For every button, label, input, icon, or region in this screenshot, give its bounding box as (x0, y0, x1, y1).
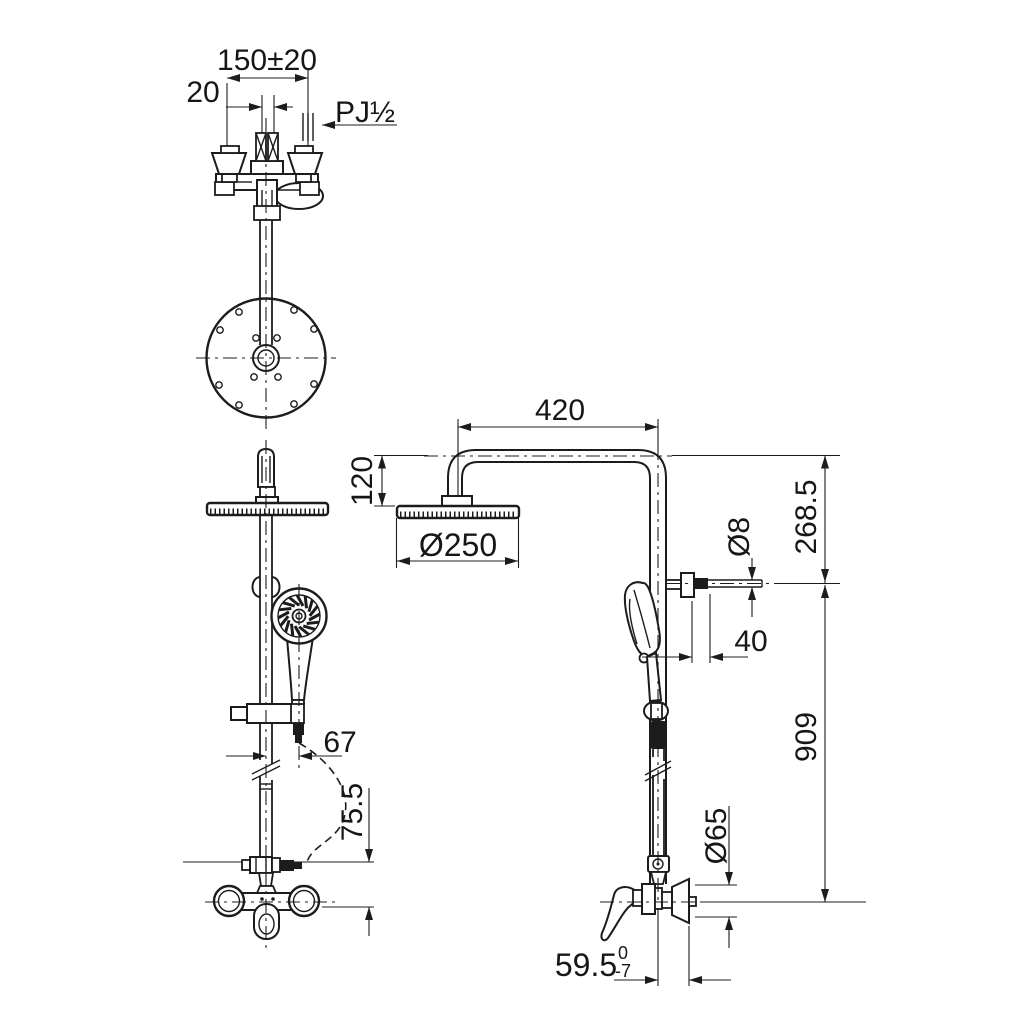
mixer-lever (600, 886, 638, 942)
rain-shower-head-side (395, 504, 521, 520)
side-dimensions: 420 120 Ø250 Ø8 40 268.5 (346, 394, 840, 986)
front-lower-dimensions: 67 75.5 (226, 726, 374, 936)
dim-head-diameter-label: Ø250 (419, 527, 497, 563)
dim-inlet-offset-label: 20 (186, 76, 219, 109)
side-centerlines (424, 446, 866, 905)
spray-face-pattern (277, 594, 321, 638)
dim-bracket-offset-label: 40 (734, 625, 767, 658)
dim-rod-diameter-label: Ø8 (723, 517, 756, 557)
column-side-elevation (395, 449, 763, 942)
dim-upper-height-label: 268.5 (790, 479, 823, 554)
dim-arm-reach-label: 420 (535, 394, 585, 427)
left-handle-plan (210, 152, 248, 175)
dim-head-drop-label: 120 (346, 456, 379, 506)
front-centerlines (196, 118, 340, 952)
dim-escutcheon-diameter-label: Ø65 (700, 808, 733, 865)
hand-shower-side (623, 581, 672, 885)
shower-hose-front (298, 742, 347, 863)
front-inlet-dimensions: 150±20 20 PJ½ (186, 44, 397, 150)
slider-bracket-side (666, 572, 763, 598)
dim-wall-distance-tol-lower: -7 (615, 961, 631, 981)
dim-column-height-label: 909 (790, 712, 823, 762)
dim-outlet-drop-label: 75.5 (336, 783, 369, 841)
dim-hose-offset-label: 67 (323, 726, 356, 759)
right-handle-plan (286, 152, 324, 175)
check-valve-front (183, 856, 374, 887)
mixer-valve-plan-view (210, 113, 324, 213)
dim-thread-spec-label: PJ½ (335, 96, 395, 129)
shower-arm-inner (461, 461, 651, 884)
column-front-elevation (183, 447, 374, 940)
shower-arm-outer (447, 449, 667, 884)
mixer-side-view (600, 877, 697, 942)
dim-wall-distance-label: 59.5 (555, 947, 617, 983)
nozzle-holes (215, 306, 318, 409)
dim-wall-distance-tol-upper: 0 (618, 943, 628, 963)
dim-inlet-spacing-label: 150±20 (217, 44, 317, 77)
thread-marks (302, 113, 314, 141)
slide-bar-bracket (230, 703, 305, 743)
slider-ring (251, 576, 281, 598)
wall-flange (671, 877, 690, 925)
